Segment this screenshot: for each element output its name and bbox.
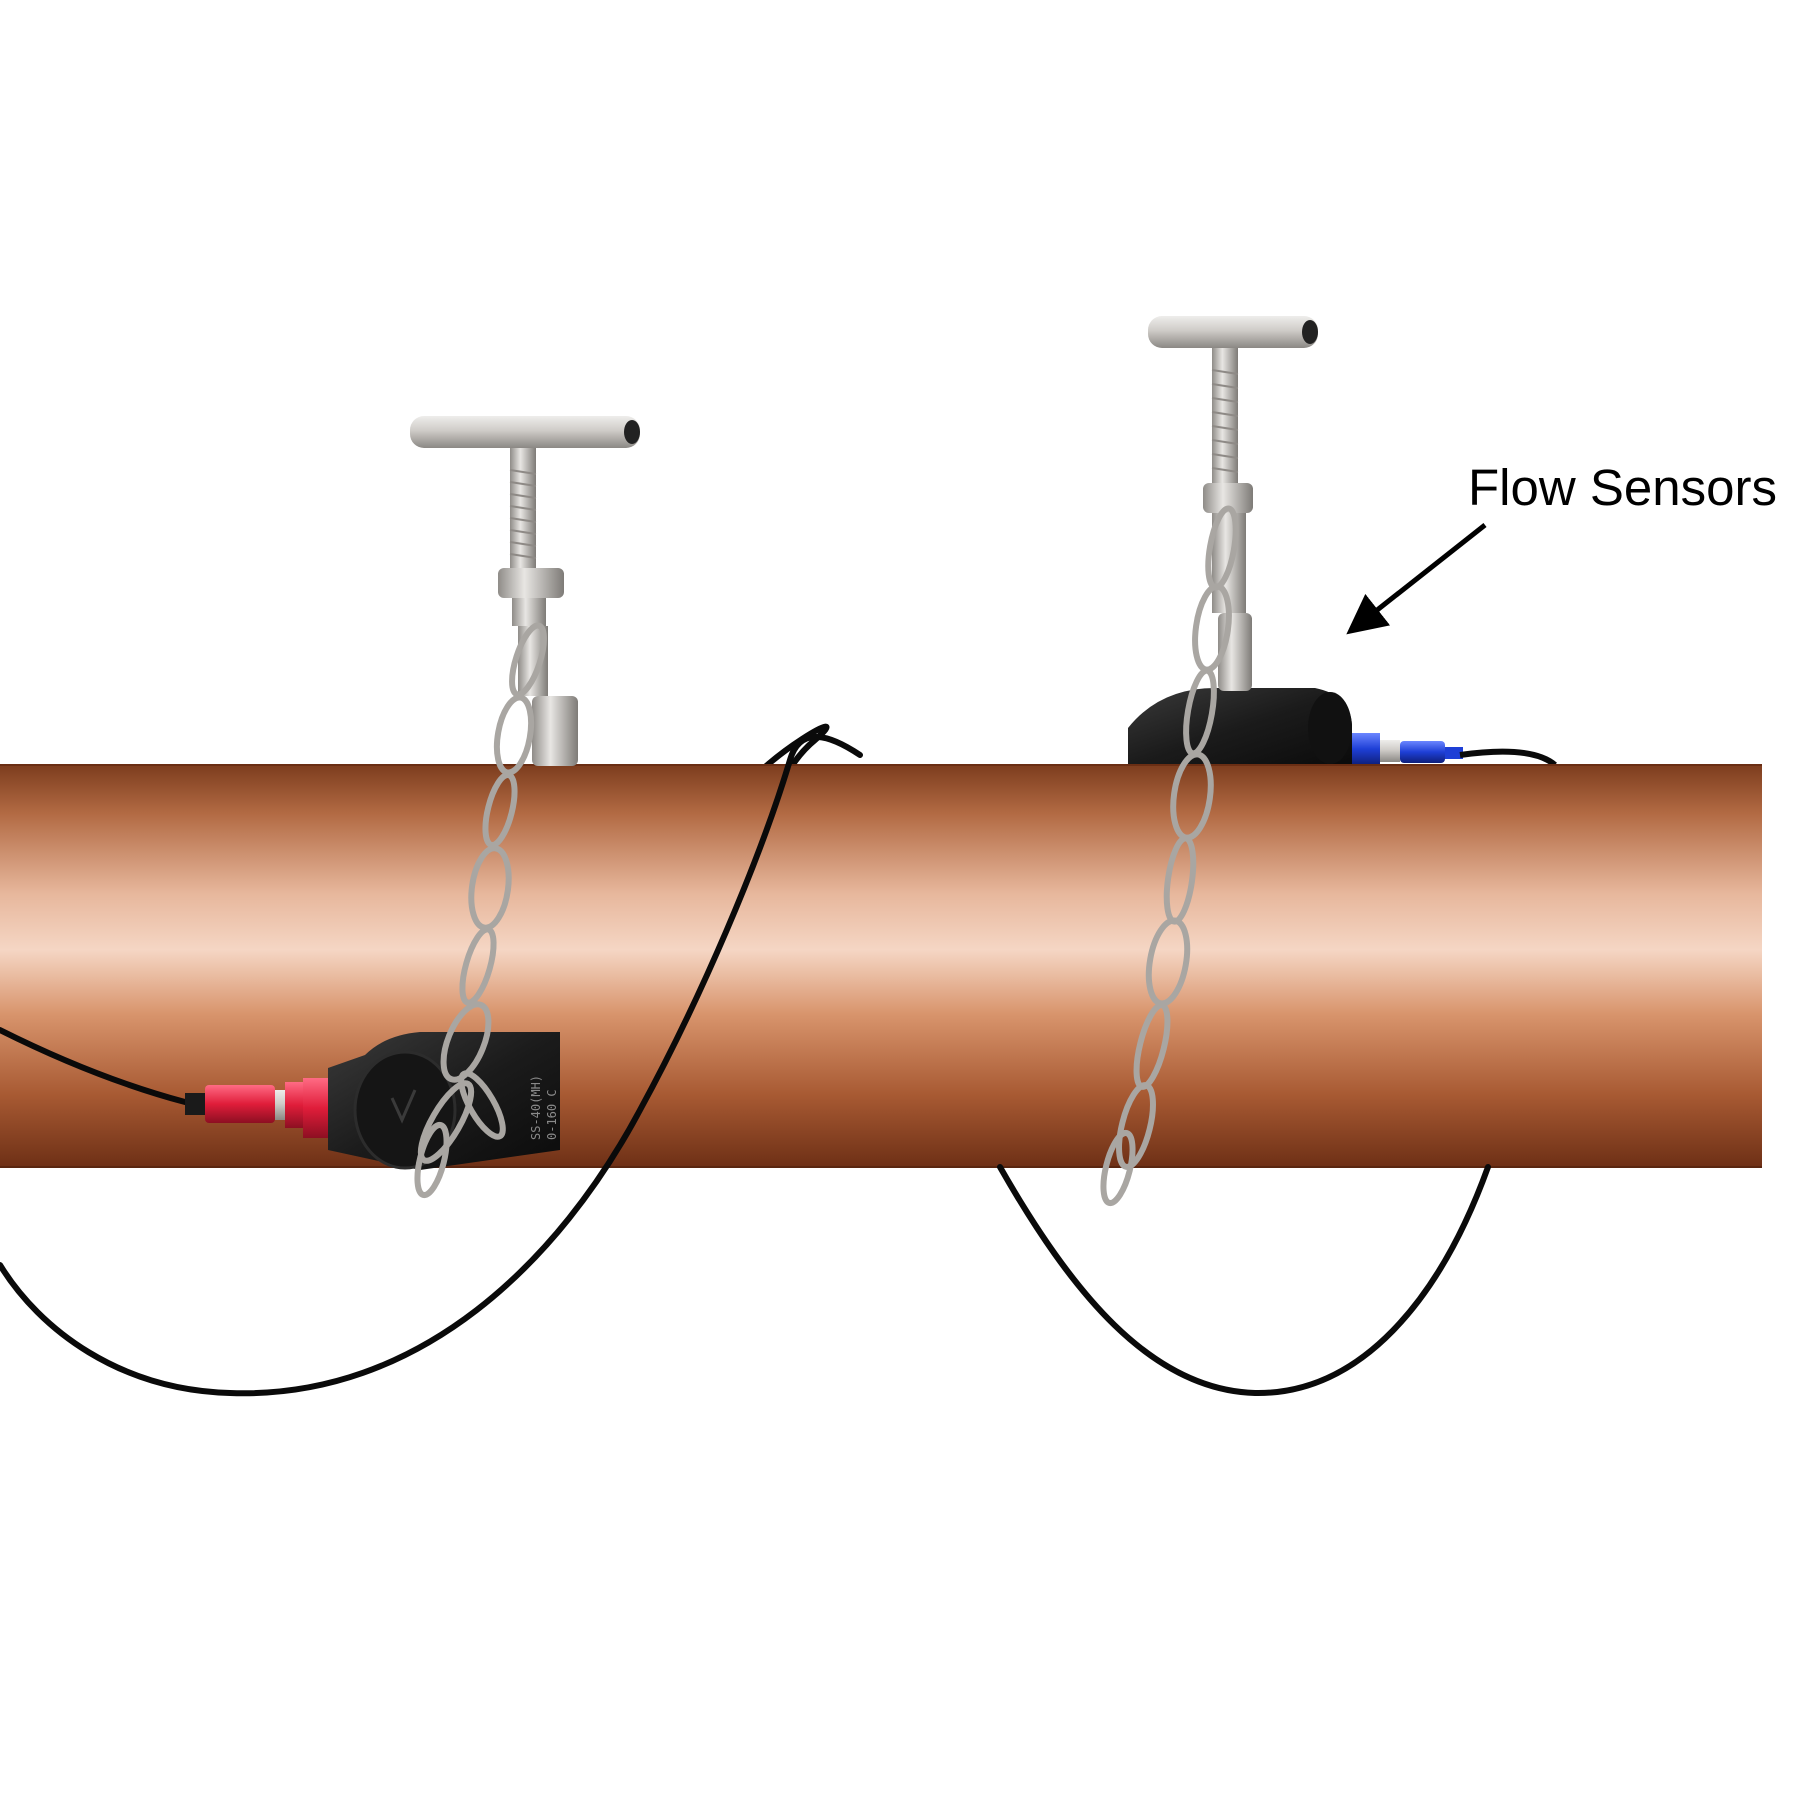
downstream-cable — [997, 1164, 1491, 1397]
red-connector — [205, 1085, 275, 1123]
downstream-sensor — [1128, 688, 1557, 768]
sensor-marking-1: SS-40(MH) — [529, 1075, 543, 1140]
downstream-cable-top — [1459, 748, 1557, 768]
sensor-marking-2: 0-160 C — [545, 1089, 559, 1140]
chain-icon — [1100, 505, 1239, 1207]
t-handle-clamp-icon — [1148, 316, 1318, 691]
upstream-cable — [0, 733, 863, 1397]
t-handle-clamp-icon — [410, 416, 640, 766]
sensor-transducer-icon — [1128, 688, 1352, 765]
flow-sensors-label: Flow Sensors — [1468, 459, 1777, 516]
chain-icon — [414, 622, 547, 1199]
arrow-icon — [1346, 523, 1487, 635]
